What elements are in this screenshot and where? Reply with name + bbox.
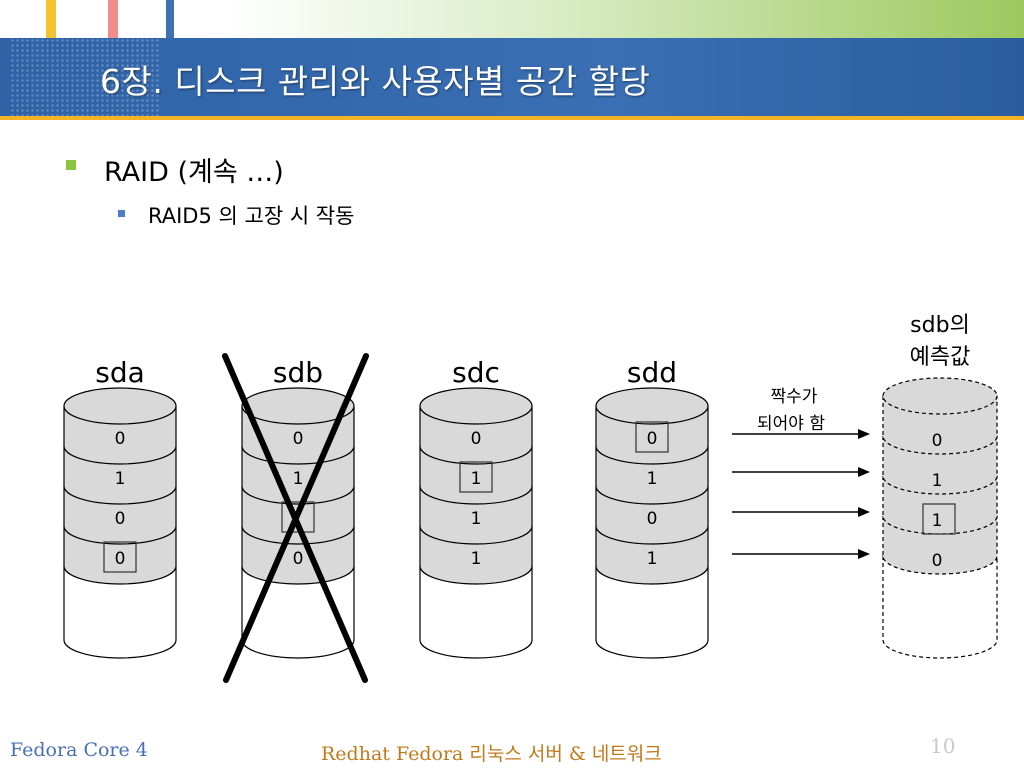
disk-sda-value-1: 1 <box>115 469 126 489</box>
disk-sdb-value-1: 1 <box>293 469 304 489</box>
arrow-note-line2: 되어야 함 <box>757 414 825 434</box>
disk-sdd-top-cap <box>595 387 709 425</box>
disk-sdd-highlight-box <box>635 421 669 453</box>
arrow-head-0 <box>858 429 870 439</box>
disk-sdd-value-3: 1 <box>647 549 658 569</box>
predicted-value-3: 0 <box>932 551 943 571</box>
disk-sda-top-cap <box>63 387 177 425</box>
disk-sdc-highlight-box <box>459 461 493 493</box>
footer-center: Redhat Fedora 리눅스 서버 & 네트워크 <box>321 743 662 765</box>
arrow-head-1 <box>858 467 870 477</box>
disk-sda-value-2: 0 <box>115 509 126 529</box>
disk-sda-value-0: 0 <box>115 429 126 449</box>
tab-decor-blue <box>166 0 174 38</box>
disk-label-sdb: sdb <box>273 356 323 389</box>
disk-sdc-value-3: 1 <box>471 549 482 569</box>
disk-sdc-value-1: 1 <box>471 469 482 489</box>
arrow-note-line1: 짝수가 <box>771 387 818 407</box>
disk-sdc-value-2: 1 <box>471 509 482 529</box>
disk-sdd-value-0: 0 <box>647 429 658 449</box>
failed-cross-line-2 <box>223 353 369 683</box>
bullet-level-2: RAID5 의 고장 시 작동 <box>148 204 355 228</box>
slide-title: 6장. 디스크 관리와 사용자별 공간 할당 <box>100 62 651 101</box>
predicted-value-1: 1 <box>932 471 943 491</box>
predicted-label-line1: sdb의 <box>910 313 970 338</box>
disk-sdb-value-0: 0 <box>293 429 304 449</box>
disk-sdb-value-3: 0 <box>293 549 304 569</box>
disk-label-sdd: sdd <box>627 356 677 389</box>
disk-sdd-value-2: 0 <box>647 509 658 529</box>
title-underline <box>0 116 1024 120</box>
bullet-level-1: RAID (계속 …) <box>104 157 284 188</box>
disk-label-sdc: sdc <box>452 356 500 389</box>
title-bar <box>0 38 1024 116</box>
predicted-body <box>882 555 998 659</box>
title-dot-pattern <box>10 38 160 116</box>
page-number: 10 <box>930 734 956 758</box>
disk-sdd-value-1: 1 <box>647 469 658 489</box>
predicted-label-line2: 예측값 <box>910 345 971 370</box>
disk-sda-highlight-box <box>103 541 137 573</box>
arrow-head-2 <box>858 507 870 517</box>
disk-sdc-top-cap <box>419 387 533 425</box>
disk-sdc-value-0: 0 <box>471 429 482 449</box>
disk-label-sda: sda <box>95 356 145 389</box>
top-decor-bar <box>0 0 1024 38</box>
disk-sdc-body <box>419 565 533 659</box>
predicted-value-0: 0 <box>932 431 943 451</box>
disk-sda-value-3: 0 <box>115 549 126 569</box>
predicted-top-cap <box>882 377 998 415</box>
tab-decor-yellow <box>46 0 56 38</box>
sub-bullet-square-icon <box>118 210 125 217</box>
predicted-value-2: 1 <box>932 511 943 531</box>
predicted-highlight-box <box>922 503 956 535</box>
disk-sdb-top-cap <box>241 387 355 425</box>
footer-left: Fedora Core 4 <box>10 739 148 761</box>
arrow-head-3 <box>858 549 870 559</box>
disk-sda-body <box>63 565 177 659</box>
tab-decor-pink <box>108 0 118 38</box>
bullet-square-icon <box>66 160 76 170</box>
disk-sdd-body <box>595 565 709 659</box>
